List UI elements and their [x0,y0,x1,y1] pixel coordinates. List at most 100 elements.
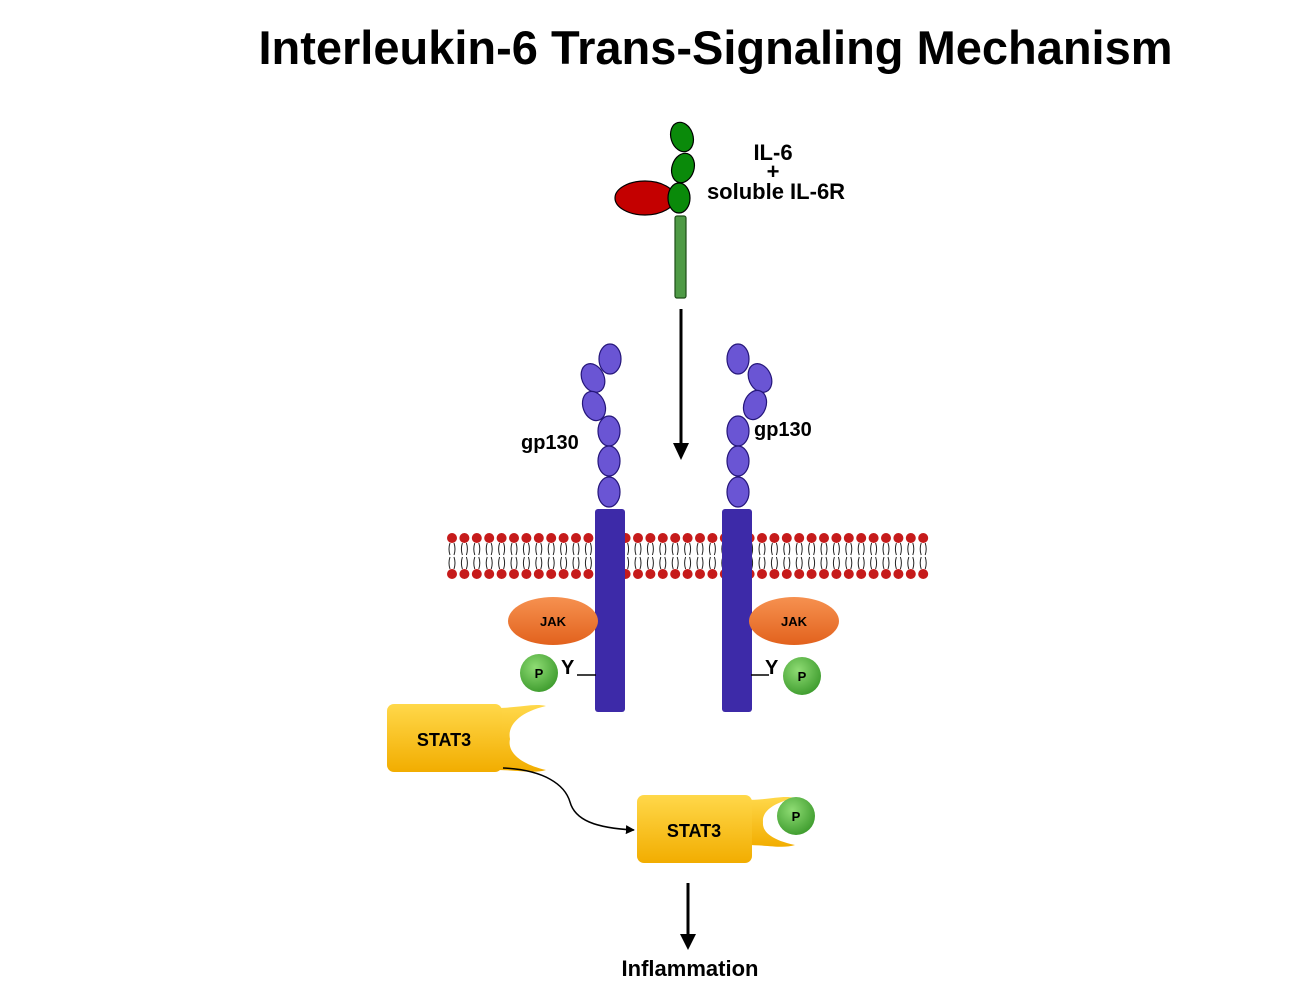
lipid-tail [485,542,493,570]
il6-domain [669,121,695,153]
lipid-tail [919,542,927,570]
lipid-head [670,569,681,579]
lipid-head [558,533,569,543]
lipid-head [769,533,780,543]
tyrosine-left: Y [561,657,575,679]
jak-left [508,597,598,645]
ligand-label-sil6r: soluble IL-6R [707,179,845,204]
gp130-left [580,343,622,508]
gp130-domain [597,415,621,447]
lipid-tail [572,542,580,570]
lipid-head [533,533,544,543]
lipid-tail [522,542,530,570]
lipid-tail [646,542,654,570]
lipid-head [856,569,867,579]
lipid-head [583,533,594,543]
lipid-head [819,569,829,579]
lipid-tail [907,542,915,570]
lipid-tail [795,542,803,570]
gp130-domain [726,476,750,508]
lipid-head [893,533,904,543]
lipid-head [645,569,656,579]
lipid-head [496,569,507,579]
lipid-head [707,533,718,543]
lipid-head [695,533,705,543]
phosphate-label-stat3: P [792,809,801,824]
gp130-domain [747,363,773,393]
lipid-head [657,533,668,543]
lipid-tail [473,542,481,570]
lipid-head [695,569,705,579]
lipid-head [471,569,482,579]
cell-membrane [447,533,929,579]
lipid-head [571,569,581,579]
il6-sil6r-complex [614,121,696,299]
gp130-domain [597,445,621,477]
lipid-head [918,569,929,579]
lipid-head [484,569,495,579]
lipid-head [769,569,780,579]
binding-arrow [673,309,689,460]
stat3-inactive-label: STAT3 [417,730,471,750]
lipid-head [794,569,805,579]
lipid-head [819,533,829,543]
gp130-domain [726,415,750,447]
gp130-label-left: gp130 [521,432,579,454]
lipid-tail [894,542,902,570]
lipid-tail [696,542,704,570]
lipid-head [806,569,817,579]
lipid-tail [634,542,642,570]
lipid-tail [684,542,692,570]
lipid-tail [783,542,791,570]
lipid-tail [560,542,568,570]
lipid-head [831,533,842,543]
gp130-label-right: gp130 [754,419,812,441]
lipid-head [571,533,581,543]
lipid-head [521,569,532,579]
gp130-domain [742,389,768,421]
gp130-right [726,343,773,508]
lipid-head [843,569,854,579]
tyrosine-right: Y [765,657,779,679]
lipid-head [509,569,519,579]
lipid-tail [882,542,890,570]
jak-right [749,597,839,645]
lipid-head [670,533,681,543]
lipid-head [905,569,916,579]
lipid-head [905,533,916,543]
lipid-head [546,533,557,543]
gp130-domain [580,363,606,393]
gp130-transmembrane-left [595,509,625,712]
gp130-domain [597,476,621,508]
lipid-tail [671,542,679,570]
lipid-head [831,569,842,579]
lipid-tail [808,542,816,570]
ligand-label-il6: IL-6 [753,140,792,165]
lipid-tail [584,542,592,570]
lipid-head [447,533,457,543]
lipid-head [521,533,532,543]
lipid-head [881,533,891,543]
lipid-head [459,533,470,543]
lipid-head [794,533,805,543]
phosphate-label-left: P [535,666,544,681]
lipid-tail [460,542,468,570]
il6-stalk [674,215,687,299]
lipid-head [843,533,854,543]
activation-arrow [502,767,635,835]
il6-domain [670,152,696,184]
lipid-head [558,569,569,579]
lipid-head [856,533,867,543]
phosphate-right [783,657,821,695]
lipid-head [509,533,519,543]
lipid-tail [659,542,667,570]
lipid-tail [820,542,828,570]
gp130-domain [581,390,607,422]
lipid-tail [708,542,716,570]
lipid-head [781,533,792,543]
stat3-active-label: STAT3 [667,821,721,841]
lipid-head [781,569,792,579]
lipid-head [583,569,594,579]
lipid-tail [857,542,865,570]
